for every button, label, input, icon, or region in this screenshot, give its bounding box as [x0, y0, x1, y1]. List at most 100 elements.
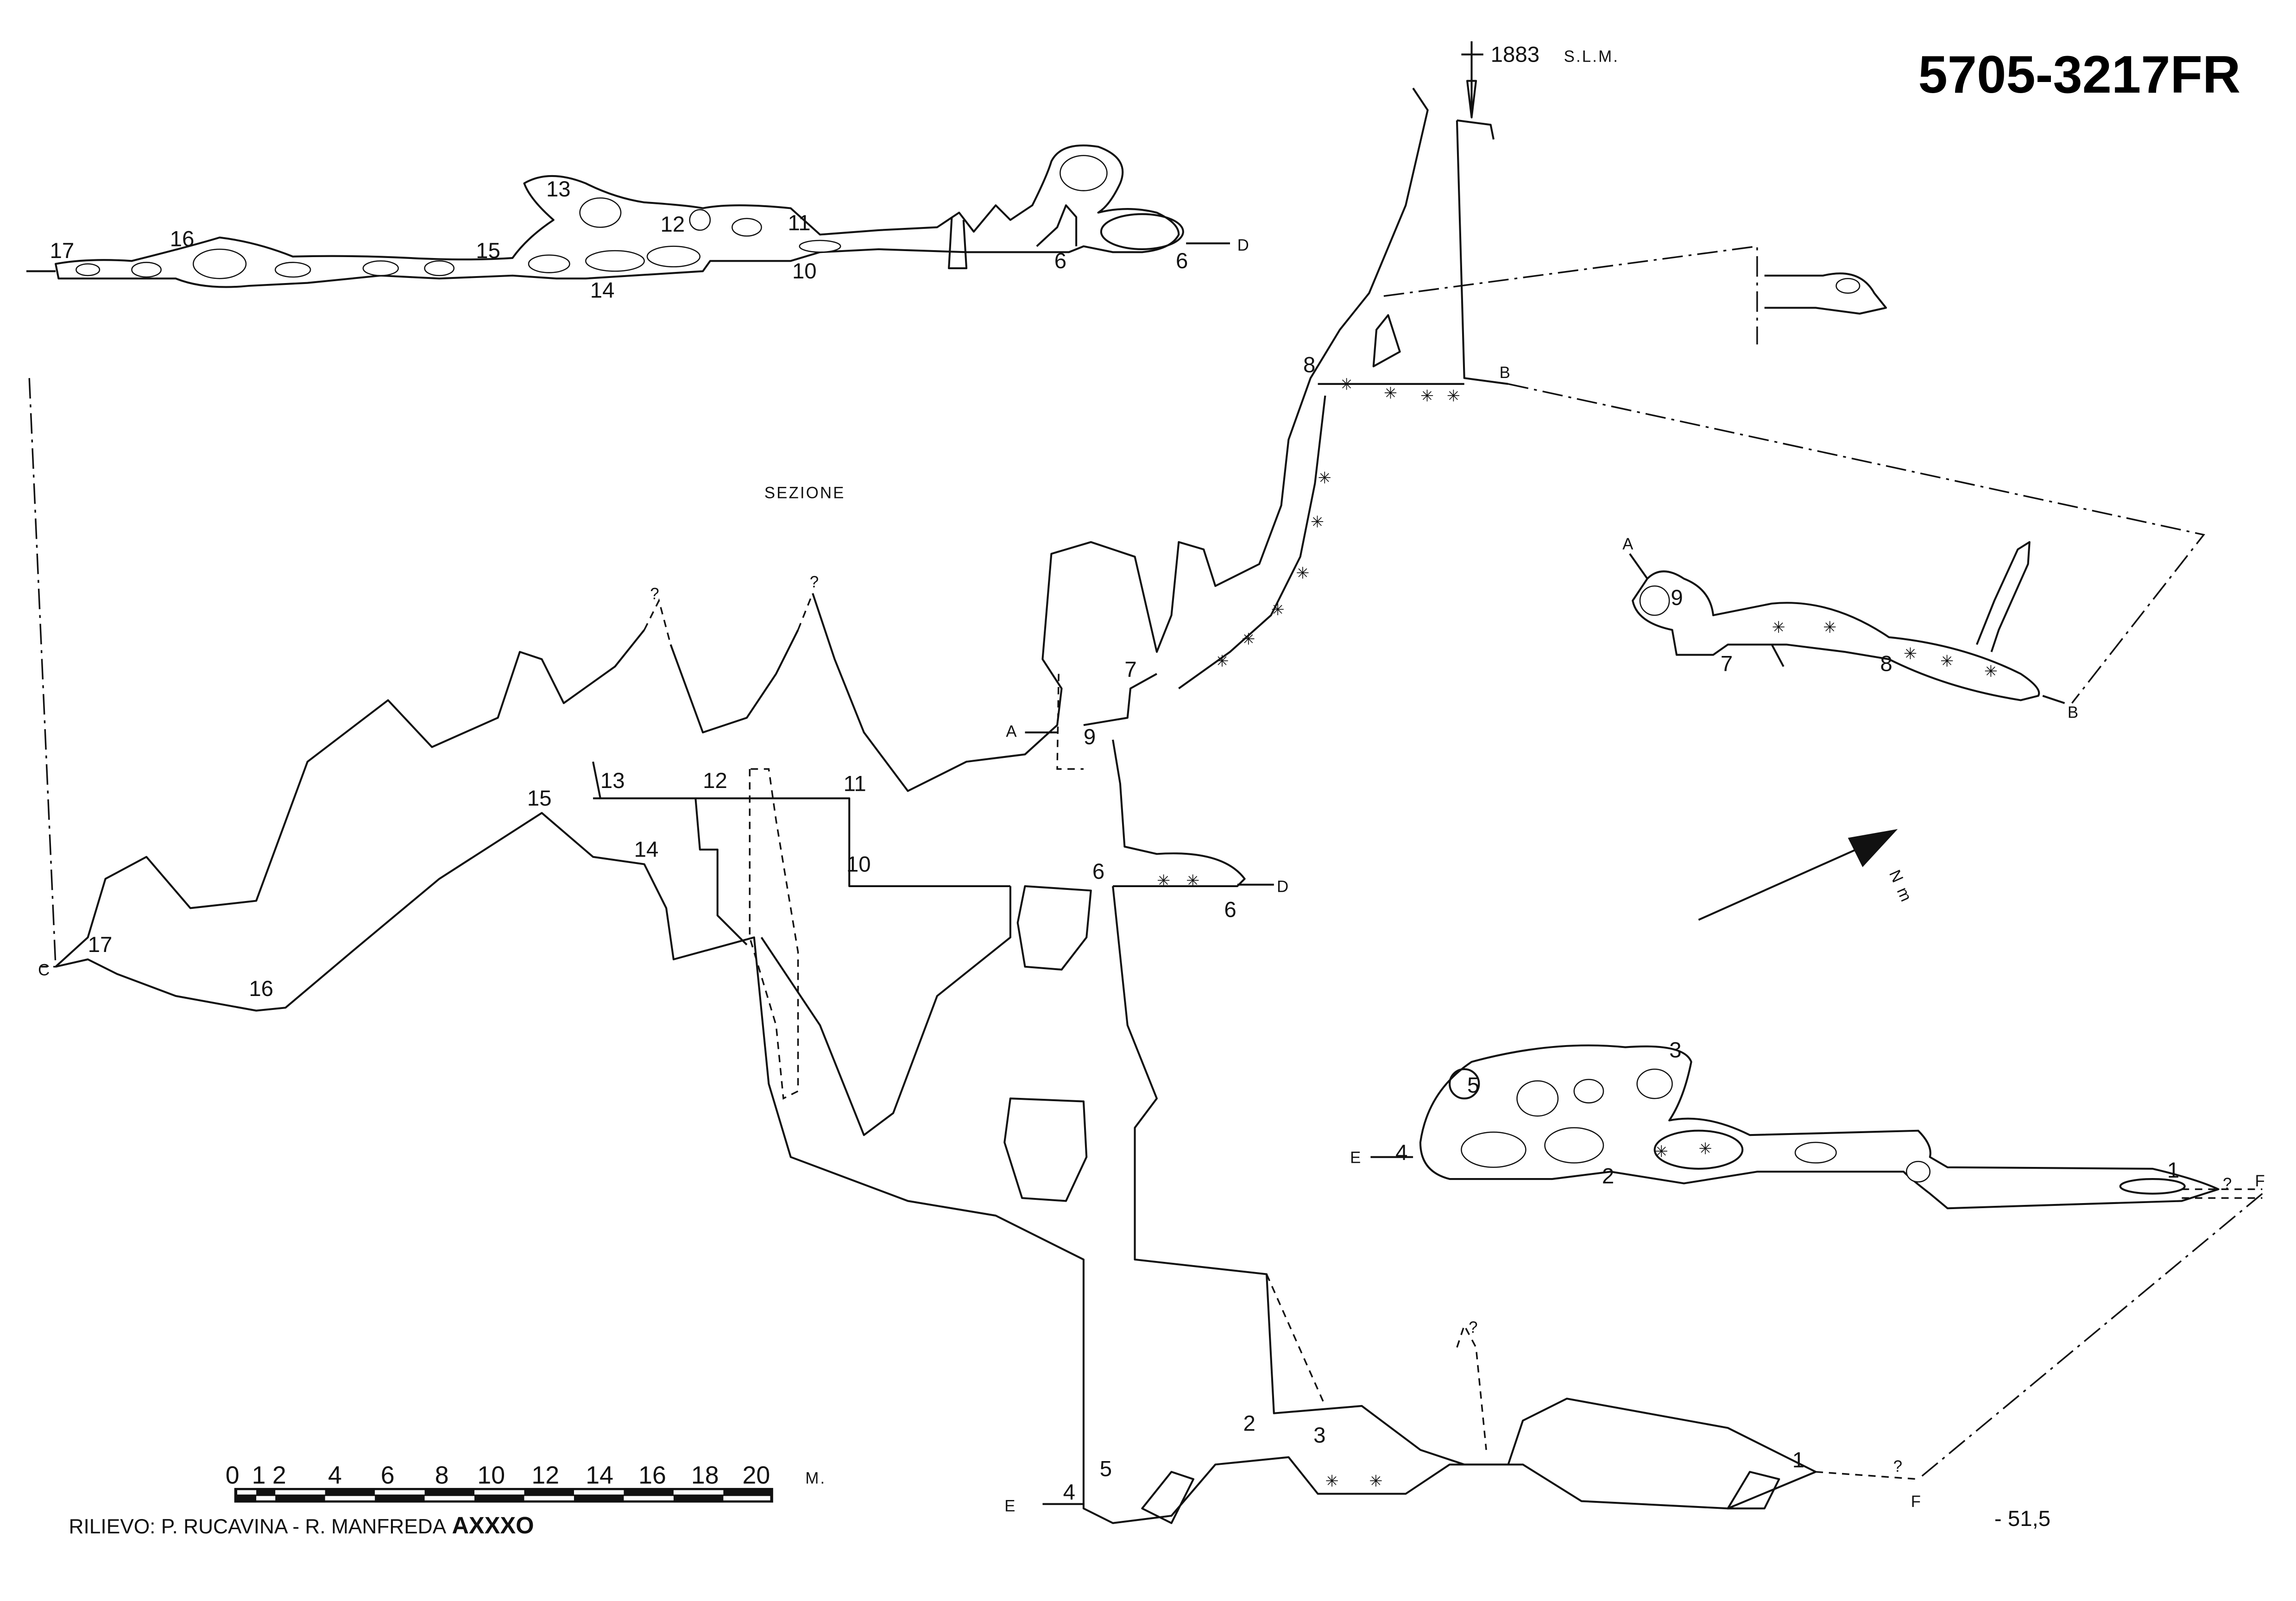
svg-text:✳: ✳ — [1311, 513, 1324, 532]
svg-text:✳: ✳ — [1420, 387, 1434, 406]
section-profile: ✳✳✳✳ ✳✳✳✳ ✳✳ ✳✳ ✳✳ C 17 16 15 14 13 12 1… — [38, 88, 1922, 1524]
svg-text:✳: ✳ — [1447, 387, 1460, 406]
section-station-11: 11 — [844, 771, 866, 796]
svg-text:✳: ✳ — [1215, 652, 1229, 671]
section-station-9: 9 — [1084, 725, 1096, 749]
plan-station-7: 7 — [1721, 651, 1733, 676]
section-station-15: 15 — [527, 786, 552, 811]
scale-tick: 20 — [742, 1461, 770, 1489]
scale-tick: 8 — [435, 1461, 449, 1489]
label-c: C — [38, 962, 51, 979]
entrance-marker — [1461, 41, 1483, 119]
plan-station-9: 9 — [1671, 586, 1683, 610]
station-10: 10 — [792, 259, 817, 284]
plan-label-f: F — [2255, 1172, 2266, 1190]
scale-tick: 16 — [638, 1461, 666, 1489]
plan-station-2: 2 — [1602, 1164, 1614, 1189]
svg-text:✳: ✳ — [1186, 872, 1199, 890]
station-6a: 6 — [1054, 249, 1066, 273]
plan-station-4: 4 — [1395, 1141, 1407, 1165]
scale-tick: 14 — [586, 1461, 613, 1489]
svg-text:✳: ✳ — [1271, 601, 1284, 619]
station-12: 12 — [660, 212, 685, 237]
station-11: 11 — [788, 211, 810, 235]
credits-text: RILIEVO: P. RUCAVINA - R. MANFREDA — [69, 1515, 447, 1538]
section-station-8: 8 — [1303, 353, 1315, 377]
section-station-14: 14 — [634, 838, 659, 862]
north-label: N m — [1886, 867, 1915, 905]
unknown-mark: ? — [810, 574, 820, 591]
section-heading: SEZIONE — [764, 484, 845, 502]
label-d: D — [1237, 237, 1250, 254]
section-station-17: 17 — [88, 933, 113, 957]
section-label-f: F — [1911, 1493, 1922, 1511]
section-station-13: 13 — [600, 769, 625, 793]
scale-tick: 4 — [328, 1461, 342, 1489]
plan-station-3: 3 — [1669, 1038, 1681, 1063]
plan-station-8: 8 — [1880, 651, 1892, 676]
elevation-value: 1883 — [1491, 42, 1539, 67]
svg-text:✳: ✳ — [1318, 469, 1331, 488]
scale-tick: 1 — [252, 1461, 266, 1489]
section-label-e: E — [1004, 1498, 1016, 1515]
station-15: 15 — [476, 239, 500, 263]
svg-text:✳: ✳ — [1384, 384, 1397, 403]
section-station-5: 5 — [1100, 1457, 1112, 1481]
svg-text:✳: ✳ — [1940, 652, 1954, 671]
elevation-unit: S.L.M. — [1564, 48, 1619, 65]
station-6b: 6 — [1176, 249, 1188, 273]
unknown-mark: ? — [1893, 1458, 1904, 1475]
scale-unit: M. — [805, 1469, 826, 1487]
cadastral-number: 5705-3217FR — [1918, 45, 2241, 104]
credits-signature: AXXXO — [452, 1512, 534, 1538]
station-16: 16 — [170, 227, 195, 252]
svg-text:✳: ✳ — [1655, 1143, 1668, 1161]
plan-label-e: E — [1350, 1149, 1362, 1166]
plan-fragment-top-right — [1764, 272, 1887, 315]
unknown-mark: ? — [1469, 1319, 1479, 1336]
station-13: 13 — [546, 177, 571, 202]
station-14: 14 — [590, 278, 615, 303]
section-station-2: 2 — [1243, 1412, 1255, 1436]
svg-text:✳: ✳ — [1242, 630, 1255, 649]
section-station-6a: 6 — [1092, 859, 1104, 884]
north-arrow-icon: N m — [1698, 829, 1915, 921]
svg-text:✳: ✳ — [1157, 872, 1170, 890]
svg-text:✳: ✳ — [1904, 645, 1917, 663]
section-label-d: D — [1277, 878, 1290, 896]
scale-tick: 0 — [226, 1461, 240, 1489]
svg-text:✳: ✳ — [1369, 1472, 1382, 1491]
connection-lines — [28, 245, 2263, 1480]
svg-text:✳: ✳ — [1296, 564, 1309, 583]
svg-text:✳: ✳ — [1325, 1472, 1338, 1491]
station-17: 17 — [50, 239, 74, 263]
plan-bottom: E 4 5 3 2 1 ? F ✳✳ — [1350, 1038, 2266, 1210]
scale-tick: 6 — [381, 1461, 395, 1489]
plan-station-1: 1 — [2167, 1158, 2179, 1183]
plan-station-5: 5 — [1467, 1073, 1479, 1098]
scale-bar: 0 1 2 4 6 8 10 12 14 16 18 20 M. — [226, 1461, 826, 1503]
plan-label-b: B — [2068, 704, 2080, 721]
ice-symbols: ✳ ✳ ✳ ✳ ✳ ✳ ✳ ✳ ✳ ✳ ✳ ✳ ✳ ✳ — [1157, 375, 1460, 1490]
section-station-3: 3 — [1313, 1423, 1325, 1448]
section-label-a: A — [1006, 723, 1018, 741]
section-station-4: 4 — [1063, 1480, 1075, 1505]
scale-tick: 12 — [531, 1461, 559, 1489]
plan-right: A 9 7 8 B ✳✳✳✳✳ — [1622, 536, 2080, 721]
section-station-7: 7 — [1124, 657, 1136, 682]
section-station-16: 16 — [249, 977, 273, 1001]
scale-tick: 18 — [691, 1461, 719, 1489]
section-station-6b: 6 — [1224, 897, 1236, 922]
section-station-10: 10 — [846, 852, 871, 876]
unknown-mark: ? — [650, 585, 661, 603]
svg-text:✳: ✳ — [1984, 662, 1998, 681]
depth-label: - 51,5 — [1994, 1506, 2050, 1531]
svg-text:✳: ✳ — [1340, 375, 1353, 394]
scale-tick: 10 — [477, 1461, 505, 1489]
svg-text:✳: ✳ — [1698, 1140, 1712, 1158]
scale-tick: 2 — [272, 1461, 286, 1489]
plan-label-a: A — [1622, 536, 1634, 553]
section-label-b: B — [1500, 364, 1512, 382]
